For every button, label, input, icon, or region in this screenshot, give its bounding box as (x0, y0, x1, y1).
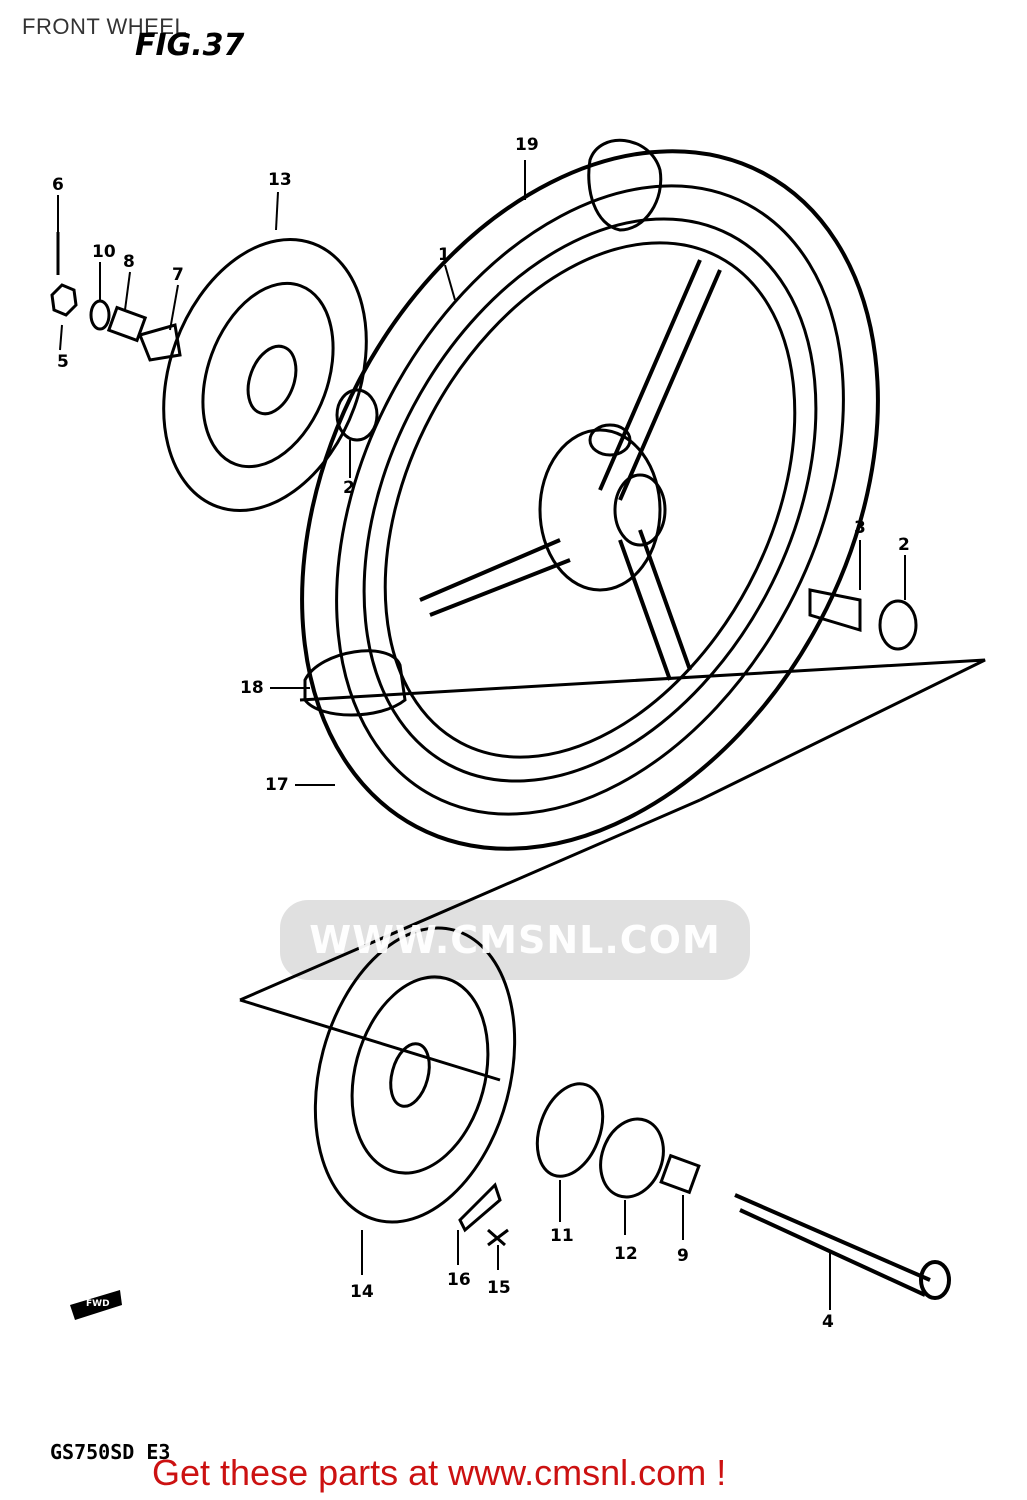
callout-18: 18 (240, 678, 264, 698)
callout-9: 9 (677, 1246, 689, 1266)
callout-5: 5 (57, 352, 69, 372)
callout-11: 11 (550, 1226, 574, 1246)
page-title: FRONT WHEEL (22, 14, 188, 39)
axle-spacer-parts-left (50, 232, 379, 442)
brake-disc-upper (162, 237, 368, 513)
wheel-hub (538, 423, 667, 592)
callout-17: 17 (265, 775, 289, 795)
model-code: GS750SD E3 (50, 1440, 171, 1464)
callout-2-right: 2 (898, 535, 910, 555)
brake-disc-lower (313, 926, 517, 1224)
assembly-outline-bottom (239, 798, 701, 1082)
callout-19: 19 (515, 135, 539, 155)
callout-7: 7 (172, 265, 184, 285)
figure-number: FIG.37 (135, 28, 245, 63)
callout-6: 6 (52, 175, 64, 195)
callout-8: 8 (123, 252, 135, 272)
bearings-right (808, 588, 918, 651)
fwd-marker-text: FWD (86, 1299, 110, 1309)
callout-14: 14 (350, 1282, 374, 1302)
front-wheel-tyre (300, 149, 880, 851)
callout-4: 4 (822, 1312, 834, 1332)
callout-16: 16 (447, 1270, 471, 1290)
tyre-marking-19-area (587, 138, 663, 232)
buy-parts-link[interactable]: Get these parts at www.cmsnl.com ! (152, 1452, 727, 1493)
callout-2-upper: 2 (343, 478, 355, 498)
wheel-spokes (419, 259, 722, 681)
rim-band-18 (303, 649, 407, 717)
callout-13: 13 (268, 170, 292, 190)
callout-12: 12 (614, 1244, 638, 1264)
front-axle (734, 1193, 951, 1300)
callout-15: 15 (487, 1278, 511, 1298)
forward-arrow-icon: FWD (70, 1290, 122, 1320)
watermark: WWW.CMSNL.COM (280, 900, 750, 980)
callout-10: 10 (92, 242, 116, 262)
assembly-outline-top (299, 658, 986, 802)
callout-3: 3 (854, 518, 866, 538)
seal-gear-parts-lower (458, 1082, 701, 1247)
callout-1: 1 (438, 245, 450, 265)
leader-lines (57, 160, 906, 1310)
